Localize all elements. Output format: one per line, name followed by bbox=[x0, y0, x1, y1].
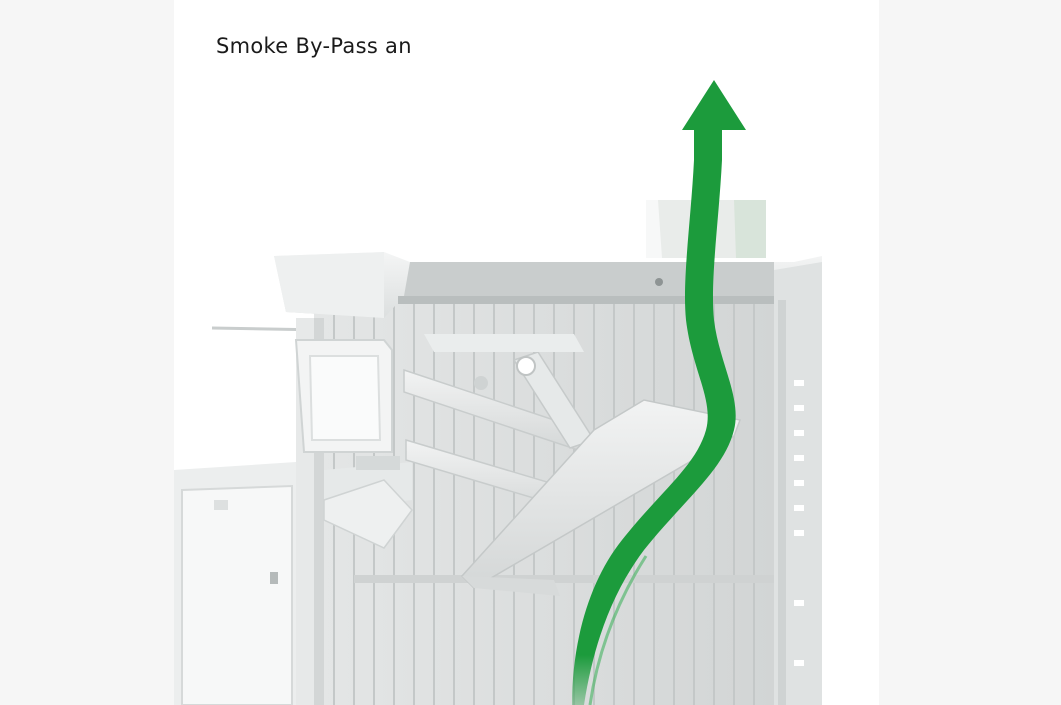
main-baffle bbox=[323, 399, 742, 596]
caption: Smoke By-Pass an bbox=[216, 34, 412, 58]
right-side-wall bbox=[774, 262, 822, 705]
smoke-flow-arrow-icon bbox=[572, 80, 746, 705]
open-door bbox=[174, 462, 296, 705]
image-panel: Smoke By-Pass an bbox=[174, 0, 879, 705]
top-plate bbox=[274, 252, 822, 318]
stove-cutaway-illustration bbox=[174, 80, 822, 705]
